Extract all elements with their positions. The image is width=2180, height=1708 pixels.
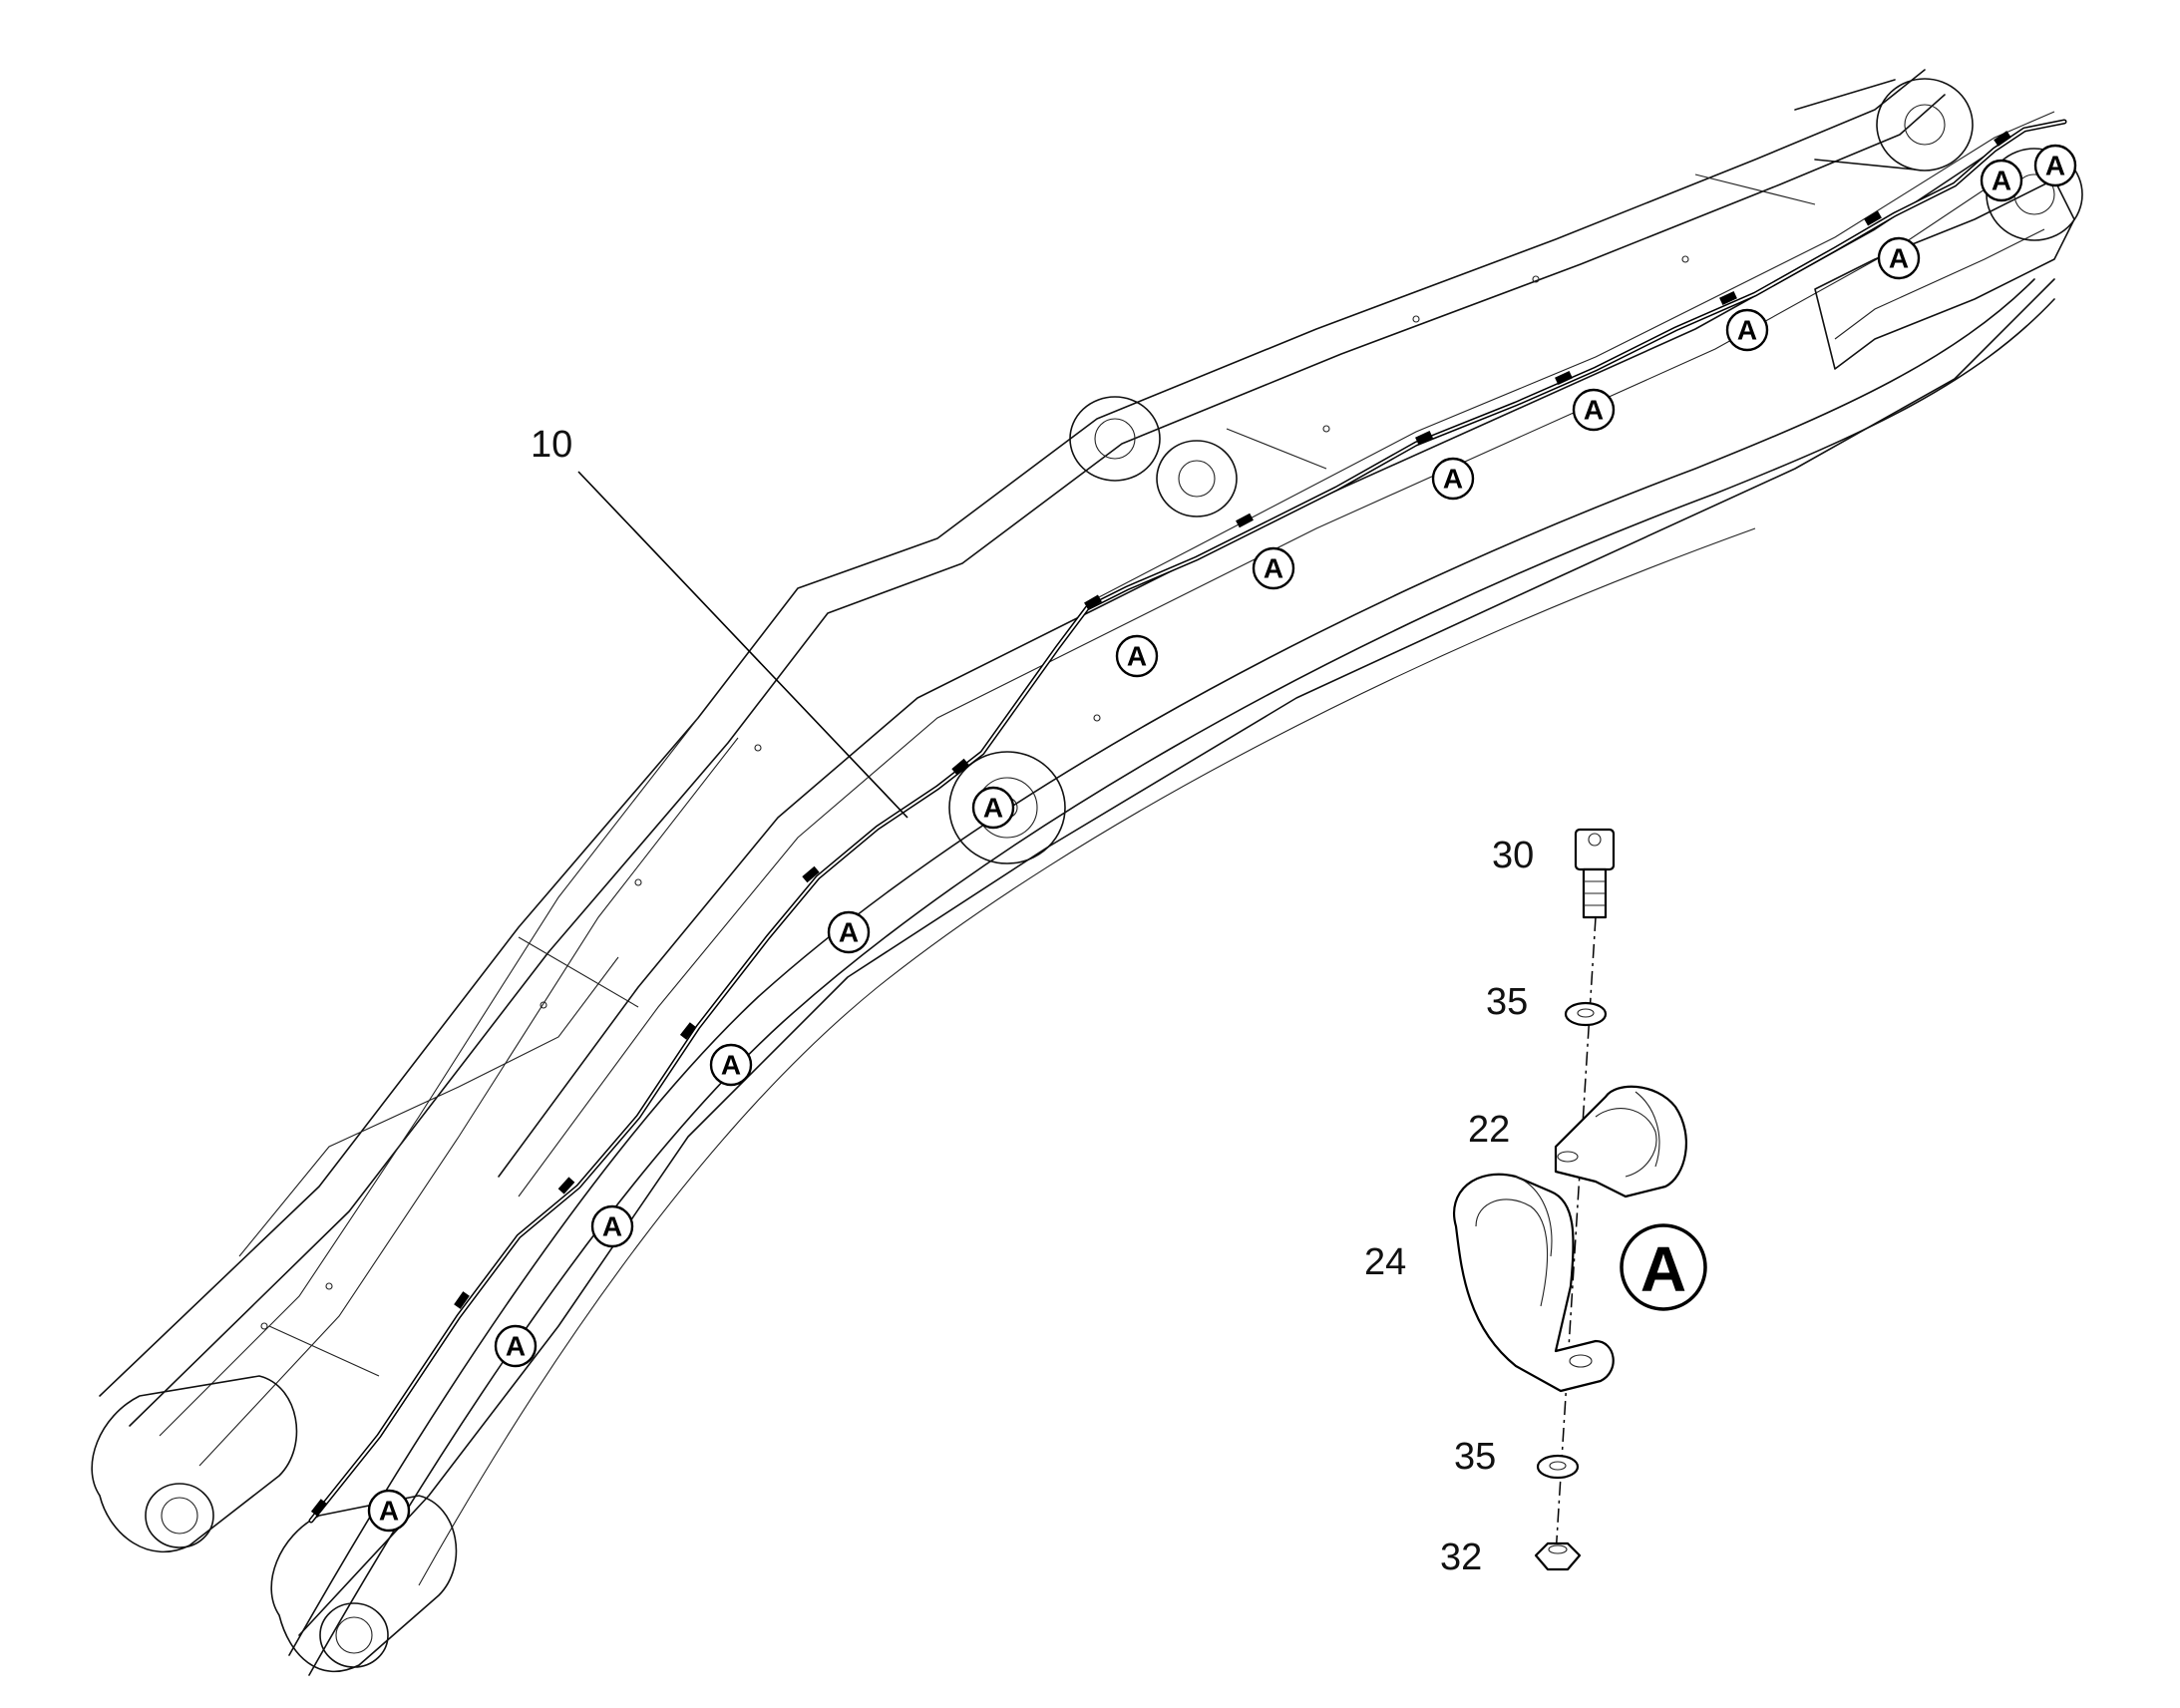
detail-marker: A	[590, 1204, 634, 1248]
svg-text:A: A	[839, 917, 859, 948]
callout-washer-bottom: 35	[1454, 1436, 1496, 1478]
callout-clamp-small: 22	[1468, 1109, 1510, 1151]
svg-text:24: 24	[1364, 1241, 1406, 1283]
svg-text:A: A	[379, 1496, 399, 1527]
svg-text:35: 35	[1486, 981, 1528, 1023]
callout-screw: 30	[1492, 835, 1534, 876]
detail-marker: A	[494, 1324, 538, 1368]
svg-text:A: A	[1737, 315, 1757, 346]
svg-text:10: 10	[531, 424, 572, 466]
nut-part	[1534, 1541, 1582, 1571]
svg-text:A: A	[506, 1331, 526, 1362]
svg-text:A: A	[1889, 243, 1909, 274]
callout-hose: 10	[531, 424, 908, 819]
detail-marker: A	[1572, 388, 1616, 432]
svg-text:A: A	[983, 793, 1003, 824]
clamp-large-part	[1453, 1173, 1615, 1393]
detail-marker: A	[1877, 236, 1921, 280]
detail-marker: A	[367, 1489, 411, 1533]
svg-text:A: A	[1640, 1233, 1686, 1305]
detail-marker: A	[827, 910, 871, 954]
boom-tip-lugs	[1794, 78, 2083, 241]
detail-marker: A	[1980, 159, 2023, 202]
callout-nut: 32	[1440, 1537, 1482, 1578]
detail-marker: A	[971, 786, 1015, 830]
svg-text:A: A	[1584, 395, 1604, 426]
svg-text:22: 22	[1468, 1109, 1510, 1151]
detail-marker: A	[1725, 308, 1769, 352]
detail-marker: A	[709, 1043, 753, 1087]
callout-clamp-large: 24	[1364, 1241, 1406, 1283]
svg-text:32: 32	[1440, 1537, 1482, 1578]
svg-text:A: A	[1127, 641, 1147, 672]
detail-marker: A	[1252, 546, 1295, 590]
clamp-small-part	[1554, 1085, 1687, 1198]
detail-a-badge: A	[1620, 1223, 1707, 1311]
svg-text:A: A	[1443, 464, 1463, 495]
svg-text:A: A	[2045, 151, 2065, 181]
svg-text:35: 35	[1454, 1436, 1496, 1478]
detail-marker: A	[1115, 634, 1159, 678]
washer-top-part	[1564, 1001, 1608, 1027]
screw-part	[1574, 828, 1616, 919]
boom-structure	[91, 69, 2083, 1676]
detail-marker: A	[2033, 144, 2077, 187]
callout-washer-top: 35	[1486, 981, 1528, 1023]
svg-text:A: A	[1992, 166, 2011, 196]
hose-clamps	[310, 131, 2011, 1517]
detail-marker: A	[1431, 457, 1475, 501]
washer-bottom-part	[1536, 1454, 1580, 1480]
svg-text:A: A	[1264, 553, 1283, 584]
detail-a-exploded-view: 30 35 22 24	[1364, 828, 1707, 1578]
boom-foot-lugs	[91, 1375, 458, 1673]
svg-text:A: A	[721, 1050, 741, 1081]
svg-text:30: 30	[1492, 835, 1534, 876]
hydraulic-hose	[308, 111, 2067, 1524]
detail-a-markers: A A A A A A A A A A A A A A	[367, 144, 2077, 1533]
svg-text:A: A	[602, 1211, 622, 1242]
